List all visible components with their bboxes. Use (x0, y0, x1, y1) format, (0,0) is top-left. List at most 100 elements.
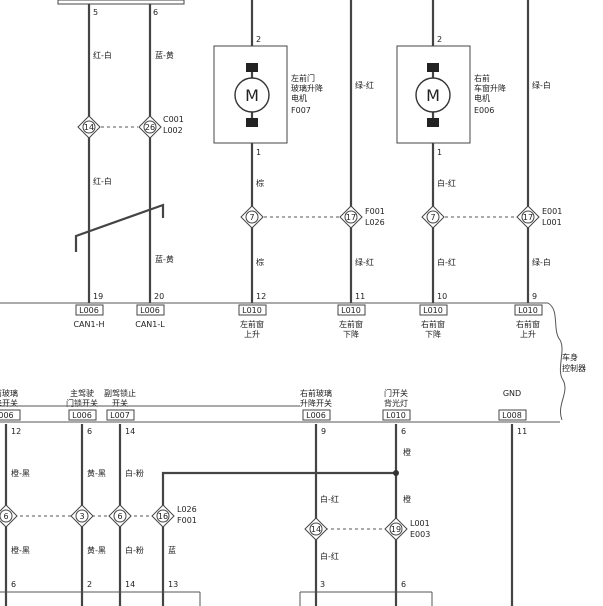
plug-box (337, 304, 366, 316)
motor-brush-bottom (427, 118, 439, 127)
connector-6b-lower: 6 (108, 504, 132, 528)
plug-box (238, 304, 267, 316)
svg-text:17: 17 (523, 213, 533, 222)
wire-color-label: 白-红 (437, 178, 456, 188)
plug-box (514, 304, 543, 316)
wire-color-label: 黄-黑 (87, 468, 106, 478)
motor-brush-top (246, 63, 258, 72)
wire-color-label: 白-粉 (125, 545, 144, 555)
connector-26: 26 (138, 115, 162, 139)
wire-color-label: 绿-红 (355, 257, 374, 267)
motor-right-pin-bottom: 1 (437, 148, 442, 157)
plug-code: L008 (502, 411, 522, 420)
upper-pin: 19 (93, 292, 103, 301)
twisted-pair-mark (74, 203, 165, 252)
connector-17-left: 17 (339, 205, 363, 229)
motor-right-label: 右前 (474, 73, 490, 83)
connector-code: E003 (410, 530, 430, 539)
upper-pin: 12 (256, 292, 266, 301)
bus-label: 上升 (244, 330, 260, 339)
svg-text:14: 14 (84, 123, 94, 132)
bus-header-label: 门开关 (384, 388, 408, 398)
bottom-pin: 6 (401, 580, 406, 589)
wire-color-label: 黄-黑 (87, 545, 106, 555)
motor-left-pin-top: 2 (256, 35, 261, 44)
bottom-pin: 2 (87, 580, 92, 589)
plug-box (68, 409, 97, 421)
motor-brush-top (427, 63, 439, 72)
bus-label: 上升 (520, 330, 536, 339)
svg-text:17: 17 (346, 213, 356, 222)
wire-color-label: 蓝 (168, 545, 176, 555)
bus-label: CAN1-H (73, 320, 104, 329)
bus-header-label: 门锁开关 (66, 398, 98, 408)
bus-header-label: 背光灯 (384, 398, 408, 408)
bus-label: 下降 (343, 329, 359, 339)
plug-code: L010 (341, 306, 361, 315)
connector-14: 14 (77, 115, 101, 139)
wire-color-label: 绿-白 (532, 257, 551, 267)
motor-left-pin-bottom: 1 (256, 148, 261, 157)
plug-box (0, 409, 21, 421)
wire-color-label: 红-白 (93, 176, 112, 186)
svg-text:14: 14 (311, 525, 321, 534)
connector-3-lower: 3 (70, 504, 94, 528)
lower-bus-headers: 前玻璃降开关00612主驾驶门锁开关L0066副驾锁止开关L00714右前玻璃升… (0, 388, 527, 436)
motor-left-m: M (245, 86, 259, 105)
motor-brush-bottom (246, 118, 258, 127)
plug-code: L006 (79, 306, 99, 315)
motor-left-symbol (234, 77, 270, 113)
connector-code: L026 (177, 505, 197, 514)
svg-text:19: 19 (391, 525, 401, 534)
motor-left-label: 电机 (291, 93, 307, 103)
bus-header-label: 升降开关 (300, 398, 332, 408)
wire-color-label: 蓝-黄 (155, 254, 174, 264)
controller-break-line (547, 302, 566, 421)
svg-text:6: 6 (117, 512, 122, 521)
svg-text:6: 6 (3, 512, 8, 521)
pin-5: 5 (93, 8, 98, 17)
connector-6-lower: 6 (0, 504, 18, 528)
plug-box (498, 409, 527, 421)
bus-label: 右前窗 (421, 319, 445, 329)
motor-right-pin-top: 2 (437, 35, 442, 44)
plug-code: L010 (518, 306, 538, 315)
wire-backlight-branch (161, 471, 396, 606)
connector-14-lower: 14 (304, 517, 328, 541)
plug-code: L007 (110, 411, 130, 420)
bus-header-label: GND (503, 389, 521, 398)
motor-left-label: 左前门 (291, 73, 315, 83)
lower-pin: 6 (87, 427, 92, 436)
lower-pin: 12 (11, 427, 21, 436)
wire-color-label: 绿-红 (355, 80, 374, 90)
bus-label: 下降 (425, 329, 441, 339)
connector-7-right: 7 (421, 205, 445, 229)
upper-pin: 20 (154, 292, 164, 301)
bus-label: 左前窗 (339, 319, 363, 329)
motor-right-code: E006 (474, 106, 494, 115)
upper-bus-pins: 19L006CAN1-H20L006CAN1-L12L010左前窗上升11L01… (73, 292, 543, 339)
module-label: 控制器 (562, 363, 586, 373)
lower-pin: 14 (125, 427, 135, 436)
plug-box (75, 304, 104, 316)
plug-code: L006 (306, 411, 326, 420)
upper-pin: 9 (532, 292, 537, 301)
bottom-pin: 6 (11, 580, 16, 589)
wire-color-label: 绿-白 (532, 80, 551, 90)
motor-right-symbol (415, 77, 451, 113)
bottom-pin: 3 (320, 580, 325, 589)
svg-text:16: 16 (158, 512, 168, 521)
wire-color-label: 蓝-黄 (155, 50, 174, 60)
svg-text:3: 3 (79, 512, 84, 521)
plug-code: L006 (72, 411, 92, 420)
wire-color-label: 白-红 (320, 494, 339, 504)
bus-header-label: 副驾锁止 (104, 388, 136, 398)
connector-7-left: 7 (240, 205, 264, 229)
bus-header-label: 降开关 (0, 398, 18, 408)
lower-pin: 9 (321, 427, 326, 436)
connector-code: L002 (163, 126, 183, 135)
connector-16-lower: 16 (151, 504, 175, 528)
bottom-pin: 14 (125, 580, 135, 589)
motor-right-label: 电机 (474, 93, 490, 103)
